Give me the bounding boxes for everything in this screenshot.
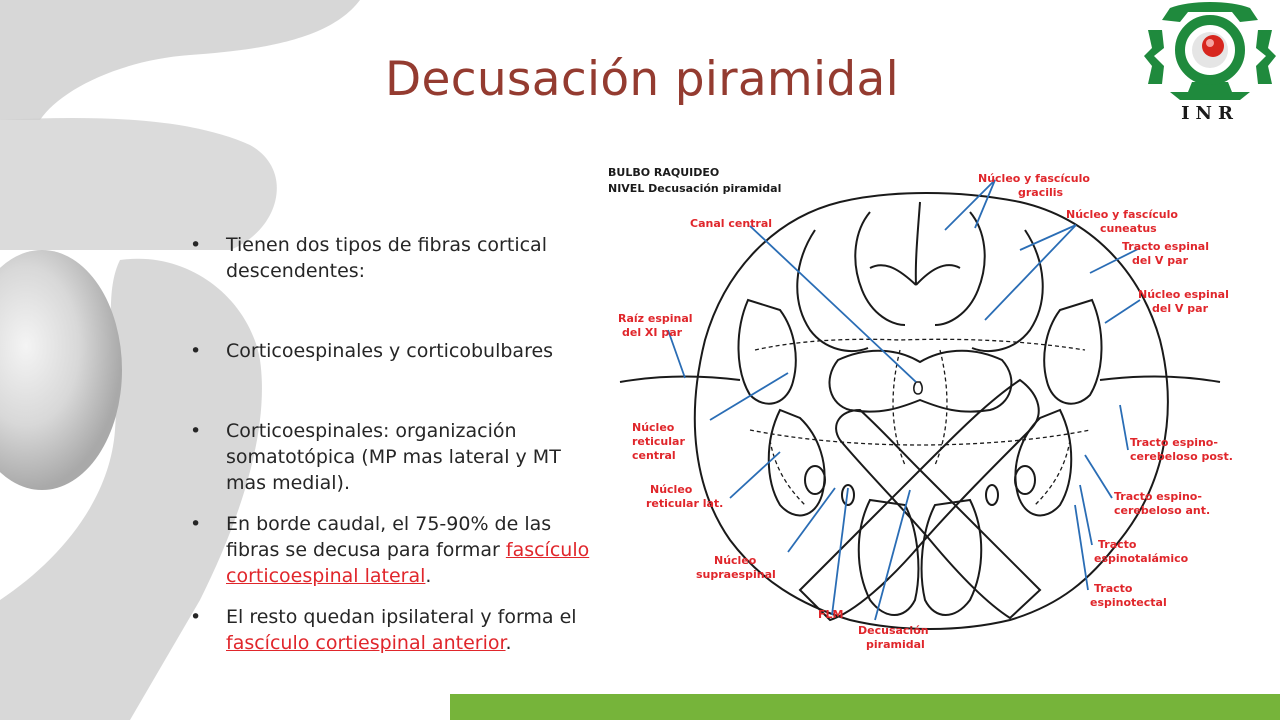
label-cerebeloso-ant: Tracto espino-	[1114, 490, 1202, 503]
diagram-subheading: NIVEL Decusación piramidal	[608, 182, 781, 195]
bullet-text: En borde caudal, el 75-90% de las fibras…	[226, 513, 552, 561]
slide-title: Decusación piramidal	[385, 52, 899, 107]
corticoespinal-lateral-link[interactable]: fascículo corticoespinal lateral	[226, 539, 590, 587]
label-supraespinal: Núcleo	[714, 554, 757, 567]
label-tracto-v: Tracto espinal	[1122, 240, 1209, 253]
label-gracilis: Núcleo y fascículo	[978, 172, 1090, 185]
bullet-text: Tienen dos tipos de fibras cortical desc…	[226, 234, 547, 282]
bullet-end: .	[425, 565, 432, 587]
footer-band	[450, 694, 1280, 720]
label-espinotectal: Tracto	[1094, 582, 1133, 595]
label-cuneatus: Núcleo y fascículo	[1066, 208, 1178, 221]
label-reticular-lat-2: reticular lat.	[646, 497, 723, 510]
bullet-text: El resto quedan ipsilateral y forma el	[226, 606, 577, 628]
label-reticular-central-3: central	[632, 449, 676, 462]
bullet-item: En borde caudal, el 75-90% de las fibras…	[190, 511, 595, 589]
label-decusacion: Decusación	[858, 624, 929, 637]
medulla-diagram: BULBO RAQUIDEO NIVEL Decusación piramida…	[600, 150, 1280, 665]
label-canal-central: Canal central	[690, 217, 772, 230]
logo-text: INR	[1181, 103, 1239, 124]
bullet-list: Tienen dos tipos de fibras cortical desc…	[190, 232, 595, 656]
label-cuneatus-2: cuneatus	[1100, 222, 1157, 235]
bullet-text: Corticoespinales: organización somatotóp…	[226, 420, 561, 494]
corticoespinal-anterior-link[interactable]: fascículo cortiespinal anterior	[226, 632, 506, 654]
label-espinotalamico: Tracto	[1098, 538, 1137, 551]
label-nucleo-v: Núcleo espinal	[1138, 288, 1229, 301]
bullet-item: El resto quedan ipsilateral y forma el f…	[190, 604, 595, 656]
label-reticular-lat: Núcleo	[650, 483, 693, 496]
label-reticular-central: Núcleo	[632, 421, 675, 434]
bullet-item: Corticoespinales y corticobulbares	[190, 338, 595, 364]
bullet-text: Corticoespinales y corticobulbares	[226, 340, 554, 362]
bullet-item: Tienen dos tipos de fibras cortical desc…	[190, 232, 595, 284]
bullet-end: .	[505, 632, 512, 654]
diagram-heading: BULBO RAQUIDEO	[608, 166, 719, 179]
label-raiz-xi: Raíz espinal	[618, 312, 693, 325]
label-espinotalamico-2: espinotalámico	[1094, 552, 1189, 565]
label-flm: FLM	[818, 608, 843, 621]
label-nucleo-v-2: del V par	[1152, 302, 1209, 315]
label-decusacion-2: piramidal	[866, 638, 925, 651]
label-espinotectal-2: espinotectal	[1090, 596, 1167, 609]
label-supraespinal-2: supraespinal	[696, 568, 776, 581]
label-reticular-central-2: reticular	[632, 435, 685, 448]
label-tracto-v-2: del V par	[1132, 254, 1189, 267]
bullet-item: Corticoespinales: organización somatotóp…	[190, 418, 595, 496]
label-cerebeloso-ant-2: cerebeloso ant.	[1114, 504, 1210, 517]
label-raiz-xi-2: del XI par	[622, 326, 683, 339]
label-cerebeloso-post: Tracto espino-	[1130, 436, 1218, 449]
inr-logo: INR	[1140, 0, 1280, 125]
label-cerebeloso-post-2: cerebeloso post.	[1130, 450, 1233, 463]
label-gracilis-2: gracilis	[1018, 186, 1064, 199]
